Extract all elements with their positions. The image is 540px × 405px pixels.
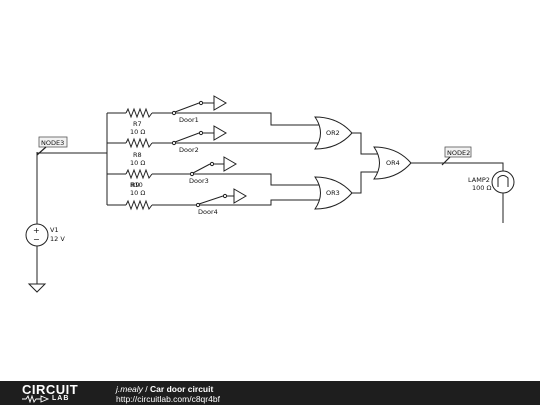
wire-output xyxy=(411,162,504,223)
wire-or2-or4 xyxy=(352,132,378,155)
r8-value: 10 Ω xyxy=(130,159,145,167)
lamp-icon[interactable] xyxy=(491,170,515,194)
switch-door2[interactable] xyxy=(171,125,227,146)
logo-waveform-icon xyxy=(22,395,50,403)
wire-door3-or3 xyxy=(194,173,319,186)
logo-text-circuit: CIRCUIT xyxy=(22,382,79,397)
v1-value: 12 V xyxy=(50,235,65,243)
switch-door4[interactable] xyxy=(195,188,247,208)
door4-label: Door4 xyxy=(198,208,218,216)
circuit-name: Car door circuit xyxy=(150,384,214,394)
footer-bar: CIRCUIT LAB j.mealy / Car door circuit h… xyxy=(0,381,540,405)
title-separator: / xyxy=(142,384,151,394)
ground-icon xyxy=(27,283,47,293)
door2-label: Door2 xyxy=(179,146,199,154)
svg-text:NODE3: NODE3 xyxy=(41,139,64,147)
r8-name: R8 xyxy=(133,151,142,159)
lamp-value: 100 Ω xyxy=(472,184,491,192)
or3-label: OR3 xyxy=(326,189,340,197)
lamp-name: LAMP2 xyxy=(468,176,490,184)
resistor-r10[interactable] xyxy=(125,199,153,211)
circuit-title: j.mealy / Car door circuit xyxy=(116,384,213,394)
door3-label: Door3 xyxy=(189,177,209,185)
svg-text:+: + xyxy=(33,226,40,235)
node3-tag[interactable]: NODE3 xyxy=(36,136,68,156)
or2-label: OR2 xyxy=(326,129,340,137)
wire-or3-or4 xyxy=(352,171,378,194)
wire-door4-or3 xyxy=(200,199,319,206)
logo-text-lab: LAB xyxy=(52,395,70,402)
resistor-r8[interactable] xyxy=(125,137,153,149)
door1-label: Door1 xyxy=(179,116,199,124)
schematic-canvas: + − V1 12 V NODE3 R7 10 Ω R8 10 Ω R10 R9… xyxy=(25,95,515,293)
resistor-r7[interactable] xyxy=(125,107,153,119)
author-link[interactable]: j.mealy xyxy=(116,384,143,394)
circuit-url-link[interactable]: http://circuitlab.com/c8qr4bf xyxy=(116,394,220,404)
svg-text:−: − xyxy=(33,235,40,244)
gate-or3[interactable] xyxy=(314,176,353,210)
r9-name-overlap: R9 xyxy=(131,181,140,189)
r10-name: R10 xyxy=(130,181,143,189)
voltage-source-v1[interactable]: + − xyxy=(25,223,49,247)
r7-name: R7 xyxy=(133,120,142,128)
v1-name: V1 xyxy=(50,226,59,234)
r7-value: 10 Ω xyxy=(130,128,145,136)
switch-door3[interactable] xyxy=(189,156,237,177)
switch-door1[interactable] xyxy=(171,95,227,116)
resistor-r9[interactable] xyxy=(125,168,153,180)
gate-or4[interactable] xyxy=(373,146,412,180)
node2-tag[interactable]: NODE2 xyxy=(441,146,472,166)
or4-label: OR4 xyxy=(386,159,400,167)
gate-or2[interactable] xyxy=(314,116,353,150)
wire-door1-or2 xyxy=(176,112,319,126)
r10-value: 10 Ω xyxy=(130,189,145,197)
svg-text:NODE2: NODE2 xyxy=(447,149,470,157)
circuitlab-logo[interactable]: CIRCUIT LAB xyxy=(22,383,94,403)
